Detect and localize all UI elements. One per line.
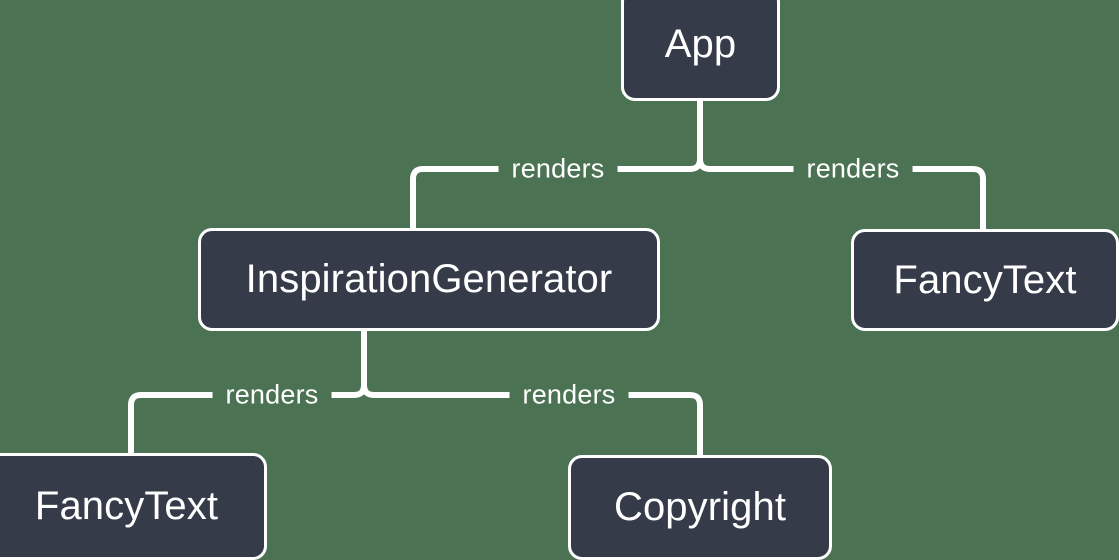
node-copyright-label: Copyright — [613, 485, 787, 529]
edge-label-inspiration-to-copyright: renders — [509, 381, 629, 409]
node-fancytext-right-label: FancyText — [893, 257, 1077, 302]
edge-label-app-to-fancytext-right: renders — [793, 155, 913, 183]
node-copyright[interactable]: Copyright — [568, 455, 832, 560]
node-fancytext-left[interactable]: FancyText — [0, 453, 267, 560]
edge-label-inspiration-to-fancytext-left: renders — [212, 381, 332, 409]
node-app-label: App — [664, 22, 737, 66]
edge-label-app-to-inspiration: renders — [498, 155, 618, 183]
node-inspiration-generator[interactable]: InspirationGenerator — [198, 228, 660, 331]
node-inspiration-generator-label: InspirationGenerator — [245, 257, 613, 301]
node-app[interactable]: App — [621, 0, 780, 101]
node-fancytext-right[interactable]: FancyText — [851, 229, 1119, 331]
node-fancytext-left-label: FancyText — [34, 484, 219, 528]
